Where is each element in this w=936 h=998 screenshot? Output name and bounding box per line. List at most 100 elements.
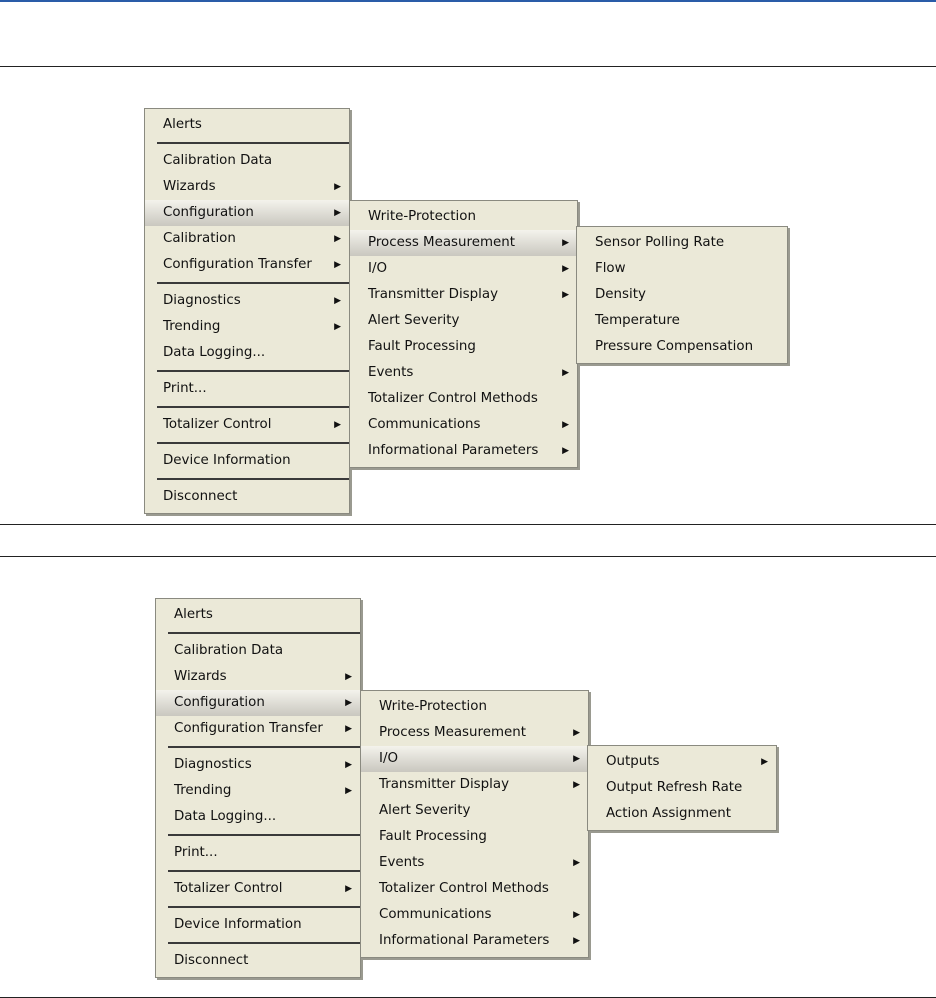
menu-item-outputs[interactable]: Outputs▶ xyxy=(588,749,776,775)
menu-item-action-assignment[interactable]: Action Assignment xyxy=(588,801,776,827)
menu-item-totalizer-control[interactable]: Totalizer Control▶ xyxy=(156,876,360,902)
menu-item-label: Write-Protection xyxy=(368,209,476,224)
menu-item-configuration[interactable]: Configuration▶ xyxy=(145,200,349,226)
submenu-arrow-icon: ▶ xyxy=(345,884,352,894)
menu-item-totalizer-control-methods[interactable]: Totalizer Control Methods xyxy=(350,386,577,412)
menu-item-fault-processing[interactable]: Fault Processing xyxy=(350,334,577,360)
menu-separator xyxy=(145,474,349,484)
menu-item-calibration-data[interactable]: Calibration Data xyxy=(156,638,360,664)
submenu-arrow-icon: ▶ xyxy=(345,698,352,708)
menu-item-configuration-transfer[interactable]: Configuration Transfer▶ xyxy=(156,716,360,742)
menu-item-calibration[interactable]: Calibration▶ xyxy=(145,226,349,252)
menu-item-events[interactable]: Events▶ xyxy=(350,360,577,386)
menu-item-print[interactable]: Print... xyxy=(156,840,360,866)
submenu-arrow-icon: ▶ xyxy=(345,786,352,796)
menu-item-transmitter-display[interactable]: Transmitter Display▶ xyxy=(361,772,588,798)
menu-item-process-measurement[interactable]: Process Measurement▶ xyxy=(350,230,577,256)
submenu-arrow-icon: ▶ xyxy=(345,672,352,682)
menu-item-disconnect[interactable]: Disconnect xyxy=(156,948,360,974)
menu-item-communications[interactable]: Communications▶ xyxy=(350,412,577,438)
menu-item-transmitter-display[interactable]: Transmitter Display▶ xyxy=(350,282,577,308)
menu-item-i-o[interactable]: I/O▶ xyxy=(350,256,577,282)
menu-item-label: Configuration xyxy=(174,695,265,710)
menu-separator xyxy=(145,438,349,448)
menu-item-label: Print... xyxy=(174,845,218,860)
menu-item-label: Informational Parameters xyxy=(379,933,550,948)
menu-item-wizards[interactable]: Wizards ▶ xyxy=(156,664,360,690)
menu-item-events[interactable]: Events▶ xyxy=(361,850,588,876)
menu-separator xyxy=(145,278,349,288)
menu-item-label: Diagnostics xyxy=(163,293,241,308)
menu-item-alerts[interactable]: Alerts xyxy=(156,602,360,628)
menu-item-label: Density xyxy=(595,287,646,302)
submenu-arrow-icon: ▶ xyxy=(573,728,580,738)
menu-item-process-measurement[interactable]: Process Measurement▶ xyxy=(361,720,588,746)
menu-item-label: Totalizer Control xyxy=(163,417,272,432)
menu-item-write-protection[interactable]: Write-Protection xyxy=(361,694,588,720)
menu-item-label: I/O xyxy=(379,751,399,766)
divider xyxy=(0,524,936,525)
menu-item-configuration[interactable]: Configuration ▶ xyxy=(156,690,360,716)
menu-item-label: Device Information xyxy=(174,917,302,932)
menu-item-temperature[interactable]: Temperature xyxy=(577,308,787,334)
submenu-arrow-icon: ▶ xyxy=(573,858,580,868)
menu-item-label: Totalizer Control Methods xyxy=(379,881,549,896)
menu-item-alert-severity[interactable]: Alert Severity xyxy=(361,798,588,824)
submenu-arrow-icon: ▶ xyxy=(345,760,352,770)
menu-item-fault-processing[interactable]: Fault Processing xyxy=(361,824,588,850)
menu-item-label: Disconnect xyxy=(174,953,249,968)
menu-item-diagnostics[interactable]: Diagnostics▶ xyxy=(145,288,349,314)
menu-item-data-logging[interactable]: Data Logging... xyxy=(145,340,349,366)
menu-item-trending[interactable]: Trending▶ xyxy=(145,314,349,340)
menu-item-wizards[interactable]: Wizards▶ xyxy=(145,174,349,200)
menu-item-communications[interactable]: Communications▶ xyxy=(361,902,588,928)
menu-item-data-logging[interactable]: Data Logging... xyxy=(156,804,360,830)
menu-item-label: Diagnostics xyxy=(174,757,252,772)
menu-item-density[interactable]: Density xyxy=(577,282,787,308)
menu-item-totalizer-control[interactable]: Totalizer Control▶ xyxy=(145,412,349,438)
divider xyxy=(0,66,936,67)
menu-item-trending[interactable]: Trending ▶ xyxy=(156,778,360,804)
menu-separator xyxy=(156,866,360,876)
menu-item-device-information[interactable]: Device Information xyxy=(145,448,349,474)
menu-item-label: Pressure Compensation xyxy=(595,339,754,354)
menu-item-label: Transmitter Display xyxy=(368,287,499,302)
submenu-arrow-icon: ▶ xyxy=(573,754,580,764)
menu-item-sensor-polling-rate[interactable]: Sensor Polling Rate xyxy=(577,230,787,256)
submenu-arrow-icon: ▶ xyxy=(334,182,341,192)
menu-item-label: Process Measurement xyxy=(368,235,515,250)
menu-item-label: Temperature xyxy=(595,313,680,328)
menu-item-label: Trending xyxy=(174,783,232,798)
menu-item-label: Communications xyxy=(379,907,492,922)
menu-item-alerts[interactable]: Alerts xyxy=(145,112,349,138)
menu-item-label: Output Refresh Rate xyxy=(606,780,743,795)
menu-item-output-refresh-rate[interactable]: Output Refresh Rate xyxy=(588,775,776,801)
menu-item-informational-parameters[interactable]: Informational Parameters▶ xyxy=(350,438,577,464)
menu-item-flow[interactable]: Flow xyxy=(577,256,787,282)
menu-item-device-information[interactable]: Device Information xyxy=(156,912,360,938)
menu-item-totalizer-control-methods[interactable]: Totalizer Control Methods xyxy=(361,876,588,902)
menu-item-alert-severity[interactable]: Alert Severity xyxy=(350,308,577,334)
menu-item-pressure-compensation[interactable]: Pressure Compensation xyxy=(577,334,787,360)
menu-item-informational-parameters[interactable]: Informational Parameters ▶ xyxy=(361,928,588,954)
menu-item-print[interactable]: Print... xyxy=(145,376,349,402)
menu-item-label: Device Information xyxy=(163,453,291,468)
menu-item-label: Fault Processing xyxy=(379,829,487,844)
menu-separator xyxy=(156,830,360,840)
menu-item-calibration-data[interactable]: Calibration Data xyxy=(145,148,349,174)
menu-item-diagnostics[interactable]: Diagnostics ▶ xyxy=(156,752,360,778)
submenu-arrow-icon: ▶ xyxy=(345,724,352,734)
menu-item-label: Communications xyxy=(368,417,481,432)
menu-item-i-o[interactable]: I/O ▶ xyxy=(361,746,588,772)
menu-item-configuration-transfer[interactable]: Configuration Transfer▶ xyxy=(145,252,349,278)
menu-separator xyxy=(156,938,360,948)
menu-item-write-protection[interactable]: Write-Protection xyxy=(350,204,577,230)
submenu-arrow-icon: ▶ xyxy=(573,936,580,946)
menu-item-label: Wizards xyxy=(174,669,227,684)
menu-item-disconnect[interactable]: Disconnect xyxy=(145,484,349,510)
menu-item-label: Data Logging... xyxy=(163,345,266,360)
